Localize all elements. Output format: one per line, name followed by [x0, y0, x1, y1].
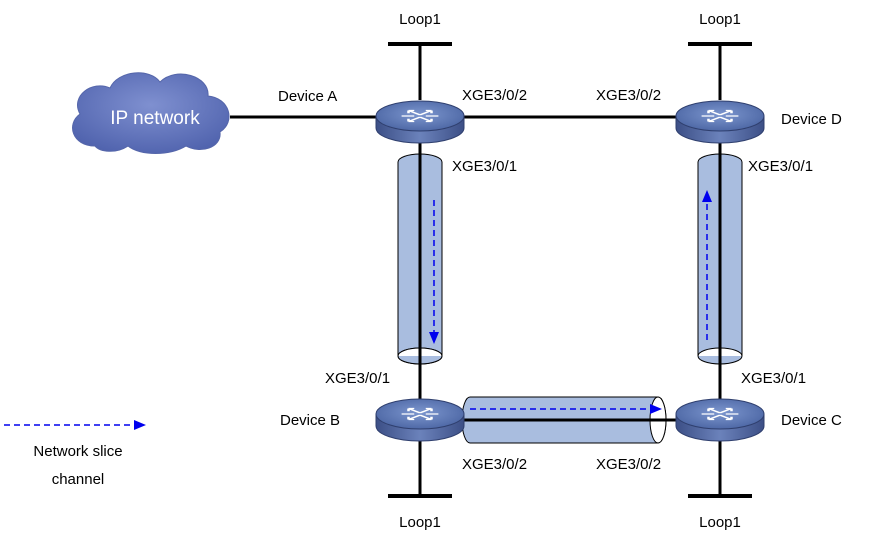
loopback-stub-device-c: [688, 440, 752, 498]
cloud-label: IP network: [110, 108, 200, 129]
slice-flow-arrow-c-to-d: [702, 190, 712, 340]
legend: Network slice channel: [4, 420, 146, 488]
legend-arrowhead: [134, 420, 146, 430]
loopback-label-device-d: Loop1: [699, 11, 741, 28]
loopback-label-device-a: Loop1: [399, 11, 441, 28]
router-device-d[interactable]: [675, 100, 765, 144]
slice-tube-b-to-c: [420, 396, 720, 444]
interface-label-b-to-a: XGE3/0/1: [325, 370, 390, 387]
legend-label-line1: Network slice: [33, 443, 122, 460]
interface-label-d-to-c: XGE3/0/1: [748, 158, 813, 175]
interface-label-a-to-d: XGE3/0/2: [462, 87, 527, 104]
device-name-d: Device D: [781, 111, 842, 128]
router-device-a[interactable]: [375, 100, 465, 144]
slice-flow-arrow-b-to-c: [470, 404, 662, 414]
loopback-stub-device-d: [688, 42, 752, 100]
slice-tube-c-to-d: [697, 138, 743, 400]
device-name-c: Device C: [781, 412, 842, 429]
loopback-stub-device-b: [388, 440, 452, 498]
legend-label-line2: channel: [52, 471, 105, 488]
device-name-b: Device B: [280, 412, 340, 429]
loopback-label-device-c: Loop1: [699, 514, 741, 531]
loopback-stub-device-a: [388, 42, 452, 100]
interface-label-a-to-b: XGE3/0/1: [452, 158, 517, 175]
interface-label-b-to-c: XGE3/0/2: [462, 456, 527, 473]
slice-flow-arrow-a-to-b: [429, 200, 439, 344]
router-device-b[interactable]: [375, 398, 465, 442]
interface-label-c-to-b: XGE3/0/2: [596, 456, 661, 473]
interface-label-d-to-a: XGE3/0/2: [596, 87, 661, 104]
router-device-c[interactable]: [675, 398, 765, 442]
interface-label-c-to-d: XGE3/0/1: [741, 370, 806, 387]
loopback-label-device-b: Loop1: [399, 514, 441, 531]
device-name-a: Device A: [278, 88, 337, 105]
ip-network-cloud: IP network: [72, 72, 230, 154]
slice-tube-a-to-b: [397, 138, 443, 400]
